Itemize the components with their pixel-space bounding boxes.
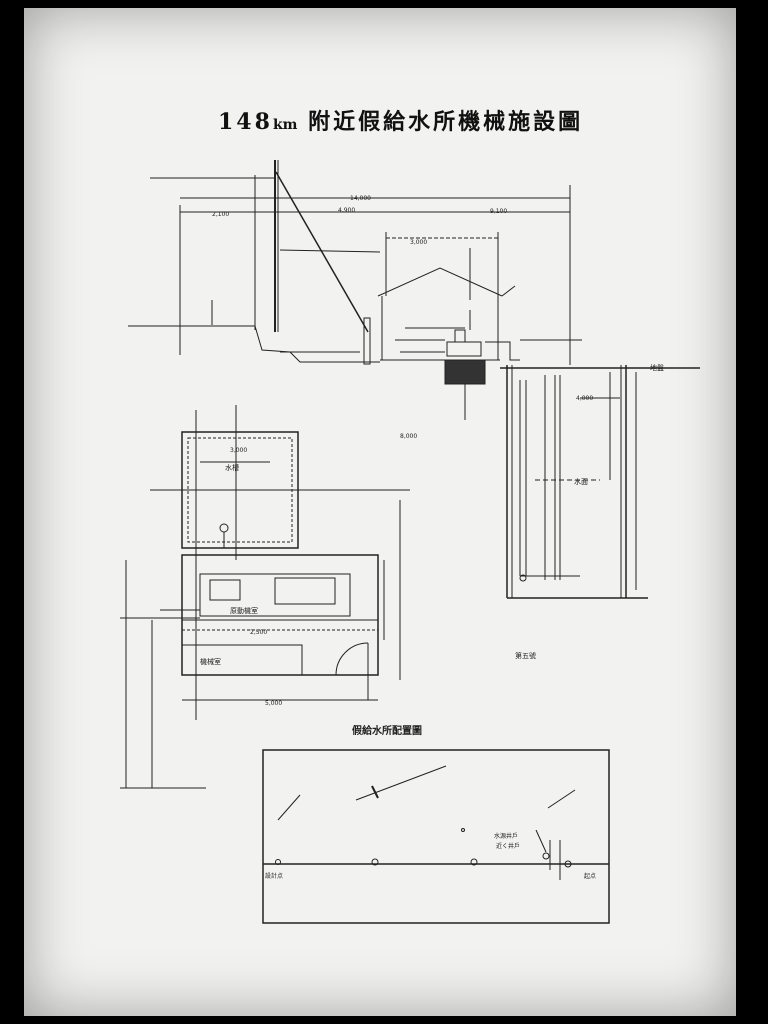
engine-label: 原動機室	[230, 606, 258, 615]
drawing-title: 148km 附近假給水所機械施設圖	[218, 104, 583, 136]
dim-d3: 9,100	[490, 208, 507, 215]
dim-d10: 8,000	[400, 433, 417, 440]
site-label-well-sub: 近く井戶	[496, 842, 520, 850]
site-label-well: 水源井戶	[494, 832, 518, 840]
dim-d8: 4,000	[576, 395, 593, 402]
dim-d2: 4,900	[338, 207, 355, 214]
site-label-right: 起点	[584, 872, 596, 880]
pump-room-label: 機械室	[200, 657, 221, 666]
dim-d4: 2,100	[212, 211, 229, 218]
dim-d6: 5,000	[265, 700, 282, 707]
note-right: 第五號	[515, 651, 536, 660]
dim-d5: 3,000	[410, 239, 427, 246]
water-label: 水面	[574, 477, 588, 486]
drawing-sheet	[24, 8, 736, 1016]
ground-label: 地盤	[650, 363, 664, 372]
dim-d1: 14,000	[350, 195, 371, 202]
title-text: 附近假給水所機械施設圖	[308, 109, 584, 135]
site-label-left: 設計点	[265, 872, 283, 880]
title-unit: km	[272, 117, 298, 133]
site-plan-title: 假給水所配置圖	[352, 724, 422, 737]
dim-d7: 2,500	[250, 629, 267, 636]
tank-label: 水槽	[225, 463, 239, 472]
title-distance: 148	[218, 109, 273, 135]
dim-d9: 3,000	[230, 447, 247, 454]
